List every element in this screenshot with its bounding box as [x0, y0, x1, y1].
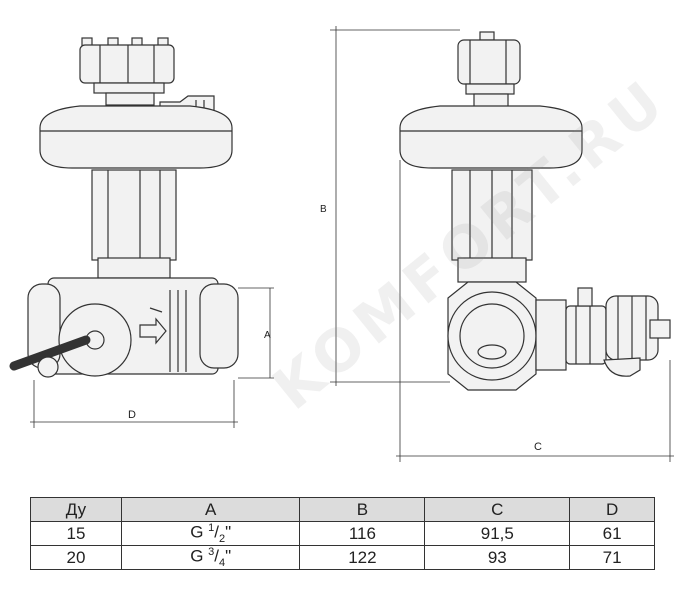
table-row: 15 G 1/2" 116 91,5 61: [30, 520, 655, 547]
header-a: A: [120, 497, 301, 522]
dimension-label-c: C: [534, 441, 542, 453]
dimension-label-d: D: [128, 409, 136, 421]
cell-c: 93: [424, 545, 571, 571]
header-c: C: [424, 497, 571, 522]
cell-d: 71: [569, 545, 655, 571]
header-b: B: [299, 497, 426, 522]
dimension-label-a: A: [264, 330, 271, 341]
header-dn: Ду: [30, 497, 122, 522]
dimensions-table: Ду A B C D 15 G 1/2" 116 91,5 61 20 G 3/…: [30, 497, 655, 571]
cell-b: 116: [299, 520, 426, 547]
valve-technical-drawing: D A: [9, 26, 674, 462]
cell-a: G 3/4": [120, 545, 301, 571]
cell-d: 61: [569, 520, 655, 547]
header-d: D: [569, 497, 655, 522]
dimension-label-b: B: [320, 204, 327, 215]
side-view: [330, 26, 674, 462]
front-view: [9, 37, 274, 428]
cell-c: 91,5: [424, 520, 571, 547]
cell-b: 122: [299, 545, 426, 571]
cell-dn: 20: [30, 545, 122, 571]
cell-dn: 15: [30, 520, 122, 547]
cell-a: G 1/2": [120, 520, 301, 547]
table-header-row: Ду A B C D: [30, 497, 655, 522]
table-row: 20 G 3/4" 122 93 71: [30, 545, 655, 571]
